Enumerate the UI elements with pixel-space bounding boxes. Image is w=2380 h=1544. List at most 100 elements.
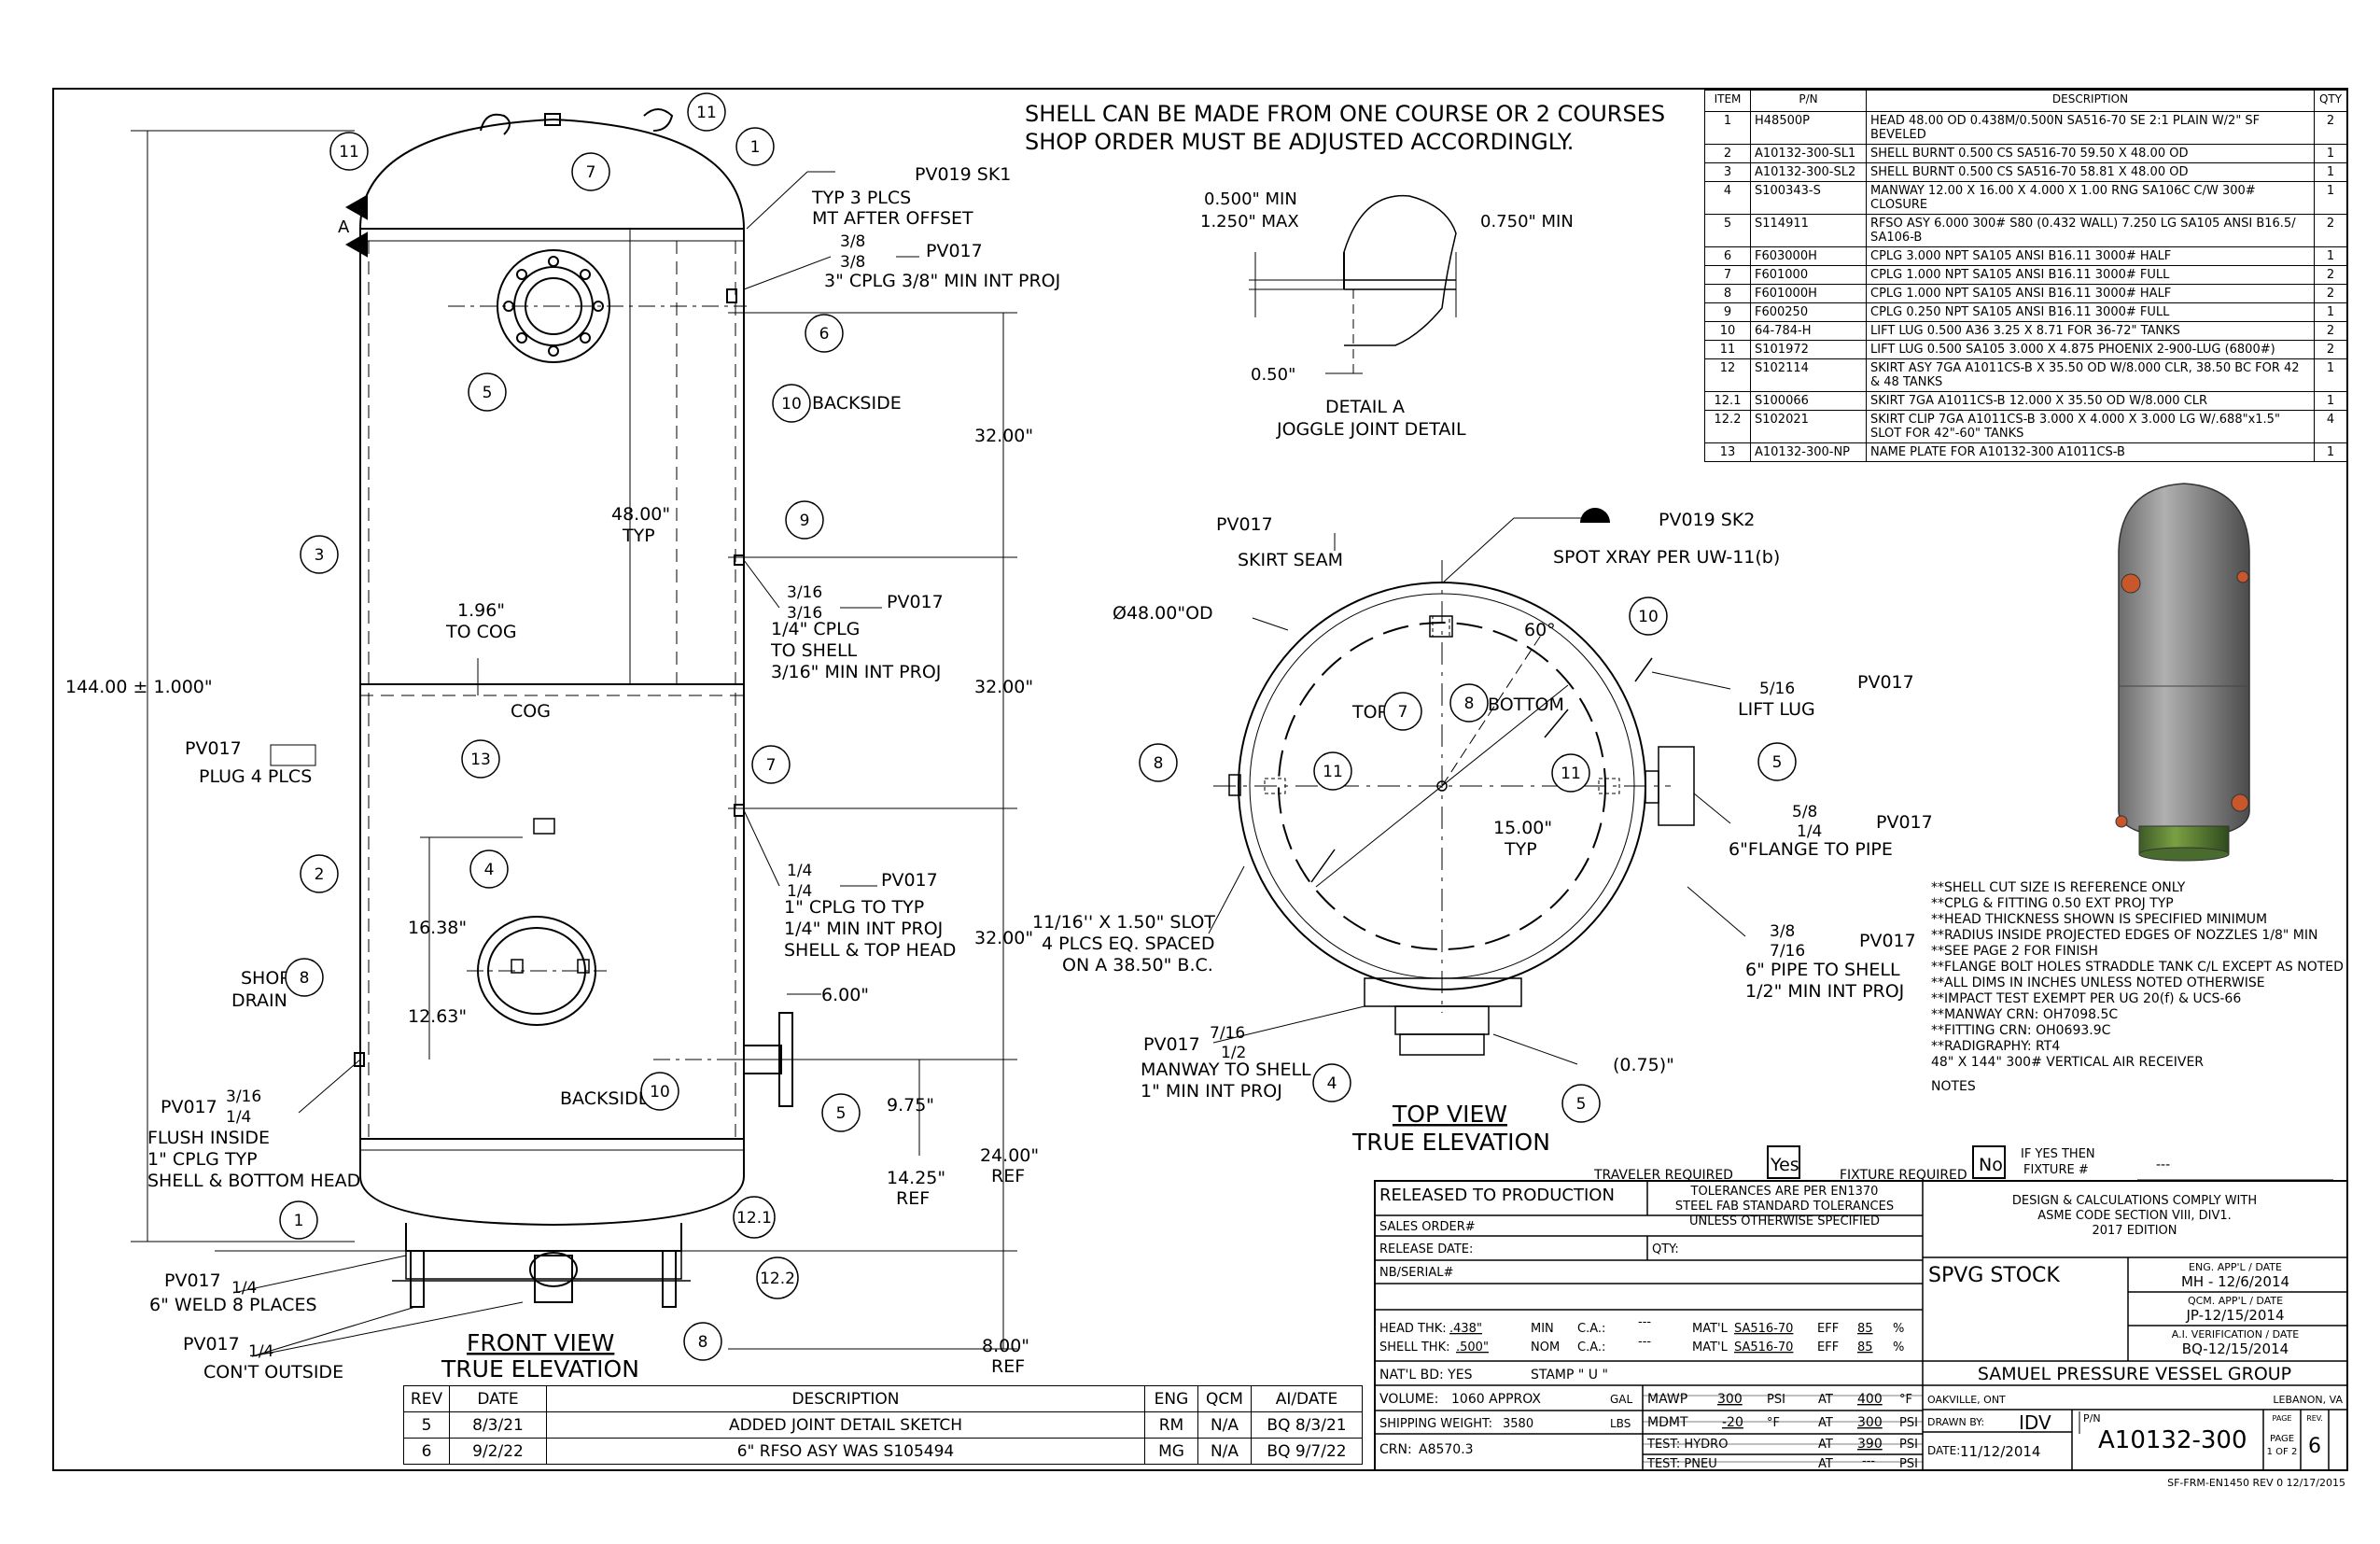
bom-cell-pn: S100066	[1750, 391, 1867, 411]
tb-fixture-val: No	[1979, 1155, 2003, 1175]
tv-dim-075: (0.75)"	[1613, 1055, 1674, 1075]
cog-label: COG	[511, 701, 551, 722]
dim-14-25: 14.25"	[887, 1168, 945, 1188]
tv-balloon-10: 10	[1629, 597, 1668, 636]
bom-cell-item: 12.2	[1704, 410, 1751, 443]
svg-text:5: 5	[483, 384, 493, 402]
front-view-title: FRONT VIEW	[467, 1329, 614, 1356]
tv-slot-1: 11/16'' X 1.50" SLOT	[1032, 912, 1215, 933]
note-min-int-14: 1/4" MIN INT PROJ	[784, 919, 943, 939]
note-shell-bottom: SHELL & BOTTOM HEAD	[147, 1171, 360, 1191]
dim-32c: 32.00"	[974, 928, 1033, 948]
bom-cell-desc: CPLG 3.000 NPT SA105 ANSI B16.11 3000# H…	[1866, 246, 2315, 266]
drain-cplg	[354, 1052, 365, 1067]
bom-cell-qty: 1	[2314, 246, 2347, 266]
note-mt: MT AFTER OFFSET	[812, 208, 973, 229]
svg-text:1: 1	[750, 138, 761, 157]
svg-text:8: 8	[698, 1333, 708, 1352]
bom-cell-pn: A10132-300-SL1	[1750, 144, 1867, 163]
rev-cell: N/A	[1197, 1438, 1252, 1465]
tv-top: TOP	[1351, 702, 1388, 723]
tb-page-val: 1 OF 2	[2267, 1447, 2298, 1457]
bom-col-pn: P/N	[1750, 90, 1867, 112]
tb-at-4: AT	[1818, 1457, 1833, 1471]
gnote-3: **RADIUS INSIDE PROJECTED EDGES OF NOZZL…	[1931, 928, 2317, 943]
tb-head-thk-val: .438"	[1449, 1322, 1482, 1336]
bom-cell-pn: A10132-300-NP	[1750, 442, 1867, 462]
balloon-1-bottom: 1	[279, 1200, 318, 1240]
tb-page-top: PAGE	[2270, 1434, 2294, 1444]
tv-pv017-manway: PV017	[1143, 1034, 1200, 1055]
tv-manway-1: MANWAY TO SHELL	[1141, 1060, 1311, 1080]
balloon-8-drain: 8	[285, 958, 324, 997]
bom-cell-qty: 4	[2314, 410, 2347, 443]
gnote-5: **FLANGE BOLT HOLES STRADDLE TANK C/L EX…	[1931, 960, 2344, 975]
tb-unit-1: °F	[1899, 1393, 1912, 1407]
nameplate	[533, 818, 555, 835]
tv-balloon-8-top: 8	[1449, 683, 1489, 723]
detail-a-outline	[1343, 194, 1457, 346]
bom-cell-qty: 2	[2314, 265, 2347, 285]
front-view-leaders	[232, 171, 919, 1357]
tb-stamp: STAMP " U "	[1531, 1368, 1608, 1383]
note-cplg1: 1" CPLG TYP	[147, 1149, 258, 1170]
tb-released: RELEASED TO PRODUCTION	[1379, 1186, 1615, 1205]
balloon-7-top: 7	[571, 152, 610, 191]
general-notes: **SHELL CUT SIZE IS REFERENCE ONLY **CPL…	[1931, 880, 2344, 1094]
lift-lug-left	[480, 113, 511, 135]
tb-eng-val: MH - 12/6/2014	[2181, 1273, 2289, 1290]
lift-lug-right	[643, 108, 674, 132]
tb-oakville: OAKVILLE, ONT	[1927, 1394, 2006, 1406]
tb-design-1: DESIGN & CALCULATIONS COMPLY WITH	[2012, 1194, 2257, 1208]
weld-14a: 1/4	[787, 862, 812, 880]
tb-matl-1-val: SA516-70	[1734, 1322, 1793, 1336]
bom-header-row: ITEM P/N DESCRIPTION QTY	[1704, 90, 2347, 112]
tb-volume-label: VOLUME:	[1379, 1392, 1438, 1407]
tb-at-2: AT	[1818, 1416, 1833, 1430]
bom-cell-pn: S102021	[1750, 410, 1867, 443]
bom-cell-item: 2	[1704, 144, 1751, 163]
rev-cell: 6	[403, 1438, 450, 1465]
note-cont-outside: CON'T OUTSIDE	[203, 1362, 343, 1383]
dim-8: 8.00"	[982, 1336, 1029, 1356]
tb-eff-2-val: 85	[1857, 1340, 1873, 1355]
tv-pipe-1: 6" PIPE TO SHELL	[1745, 960, 1900, 980]
front-view	[131, 108, 1017, 1350]
rev-col-qcm: QCM	[1197, 1385, 1252, 1412]
gnote-8: **MANWAY CRN: OH7098.5C	[1931, 1007, 2118, 1022]
bom-cell-pn: H48500P	[1750, 111, 1867, 145]
bom-cell-pn: F603000H	[1750, 246, 1867, 266]
svg-text:4: 4	[484, 861, 495, 879]
weld-14e: 1/4	[248, 1342, 273, 1361]
vessel-outline	[359, 118, 745, 1227]
section-a-arrow-bottom	[344, 232, 368, 258]
bom-cell-desc: HEAD 48.00 OD 0.438M/0.500N SA516-70 SE …	[1866, 111, 2315, 145]
dim-6: 6.00"	[821, 985, 869, 1005]
tb-release-date: RELEASE DATE:	[1379, 1242, 1473, 1256]
balloon-12-1: 12.1	[733, 1196, 776, 1239]
bom-cell-desc: MANWAY 12.00 X 16.00 X 4.000 X 1.00 RNG …	[1866, 181, 2315, 215]
dim-to-cog: TO COG	[445, 622, 517, 642]
bom-cell-desc: SKIRT ASY 7GA A1011CS-B X 35.50 OD W/8.0…	[1866, 358, 2315, 392]
rev-col-desc: DESCRIPTION	[546, 1385, 1145, 1412]
note-pv017-plug: PV017	[185, 738, 242, 759]
tv-pv017-flange: PV017	[1876, 812, 1933, 833]
tb-qcm-label: QCM. APP'L / DATE	[2188, 1295, 2283, 1307]
bom-cell-item: 13	[1704, 442, 1751, 462]
tv-dim-15: 15.00"	[1493, 818, 1552, 838]
tb-crn-val: A8570.3	[1419, 1442, 1474, 1457]
top-flange	[1658, 746, 1695, 826]
note-pv017-c: PV017	[881, 870, 938, 891]
bom-cell-item: 12	[1704, 358, 1751, 392]
tb-eff-1: EFF	[1817, 1322, 1839, 1336]
svg-text:8: 8	[1154, 754, 1164, 773]
svg-text:2: 2	[315, 865, 325, 884]
tb-ca-1: C.A.:	[1577, 1322, 1605, 1336]
note-drain: DRAIN	[231, 990, 287, 1011]
rev-cell: 5	[403, 1411, 450, 1439]
bom-cell-pn: S100343-S	[1750, 181, 1867, 215]
svg-text:7: 7	[1398, 703, 1408, 722]
